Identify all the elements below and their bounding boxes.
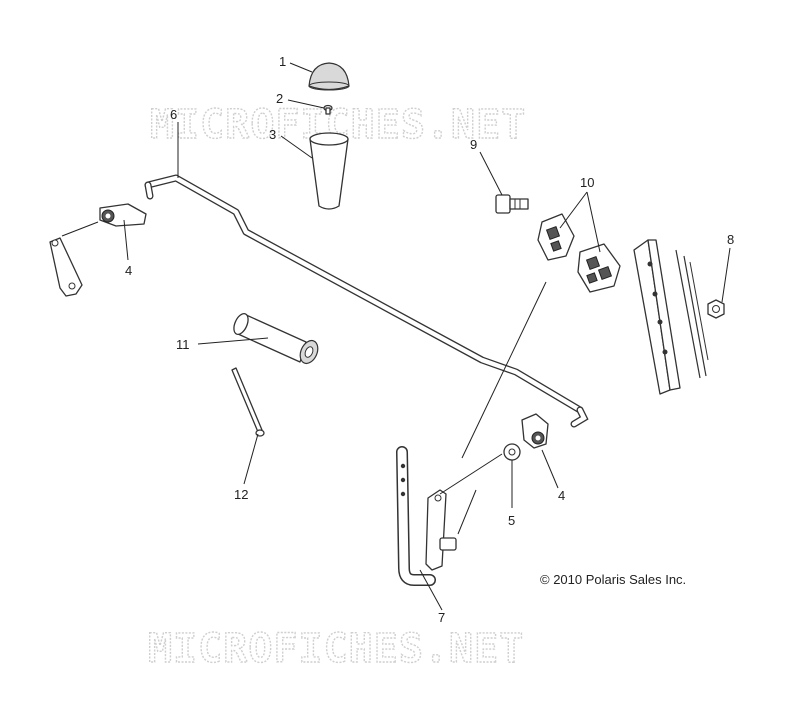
nut-part <box>707 299 725 319</box>
left-link-arm-part <box>49 221 99 297</box>
ball-joint-right-part <box>521 413 549 449</box>
callout-4-left: 4 <box>125 263 132 278</box>
callout-3: 3 <box>269 127 276 142</box>
bushing-b-part <box>577 243 621 293</box>
leader-lines <box>123 62 731 611</box>
callout-8: 8 <box>727 232 734 247</box>
knob-cap-part <box>308 62 350 91</box>
callout-11: 11 <box>176 337 190 352</box>
callout-4-right: 4 <box>558 488 565 503</box>
ball-joint-left-part <box>99 203 147 227</box>
callout-12: 12 <box>234 487 248 502</box>
sleeve-part <box>233 313 319 365</box>
shift-knob-part <box>309 132 349 210</box>
bushing-a-part <box>537 213 575 261</box>
copyright-notice: © 2010 Polaris Sales Inc. <box>540 572 686 587</box>
shift-lever-part <box>396 446 457 586</box>
callout-7: 7 <box>438 610 445 625</box>
pin-part <box>231 367 265 437</box>
watermark-bottom: MICROFICHES.NET <box>148 626 524 672</box>
callout-10: 10 <box>580 175 594 190</box>
bolt-part <box>495 194 529 214</box>
bracket-plate-part <box>633 239 709 395</box>
washer-part <box>503 443 521 461</box>
callout-2: 2 <box>276 91 283 106</box>
callout-1: 1 <box>279 54 286 69</box>
callout-5: 5 <box>508 513 515 528</box>
shift-rod-part <box>144 174 589 428</box>
callout-6: 6 <box>170 107 177 122</box>
callout-9: 9 <box>470 137 477 152</box>
